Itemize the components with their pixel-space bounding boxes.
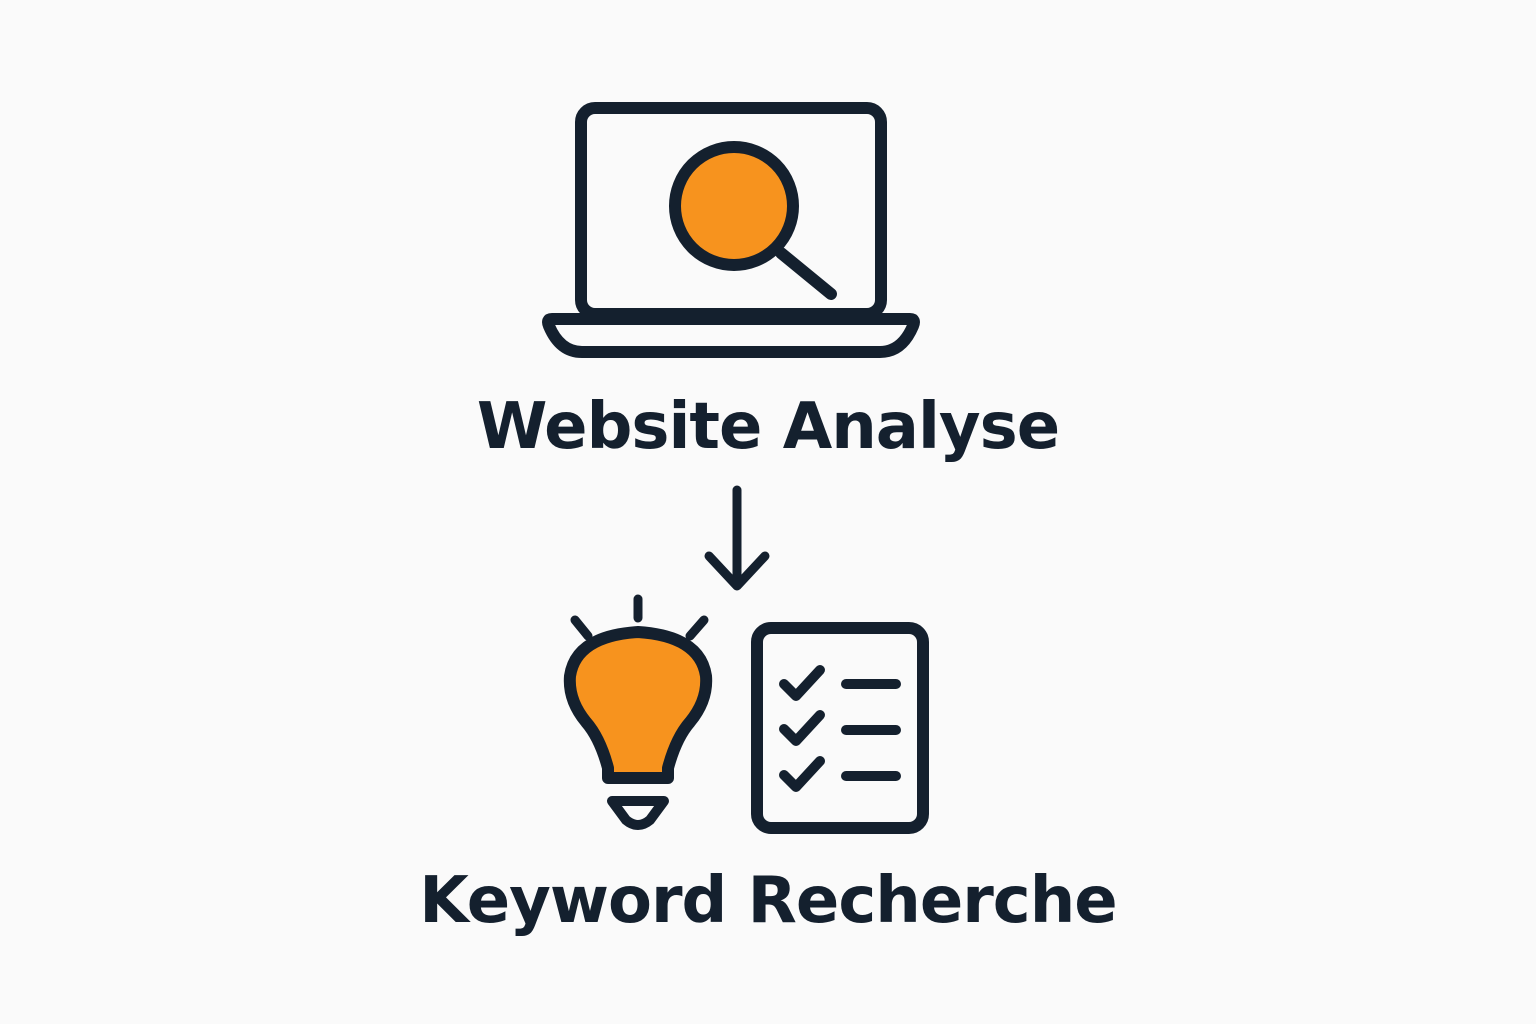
checklist-rows: [779, 665, 901, 792]
lightbulb-ray-right: [685, 615, 709, 641]
lightbulb-icon: [563, 594, 713, 830]
lightbulb-ray-left: [570, 615, 593, 641]
checklist-board: [751, 622, 929, 834]
laptop-base: [542, 313, 920, 358]
magnifier-icon: [669, 141, 837, 300]
arrow-head: [704, 551, 770, 591]
step-label-keyword-recherche: Keyword Recherche: [419, 864, 1117, 938]
lightbulb-rays: [570, 594, 709, 641]
check-mark-2: [779, 710, 825, 746]
lightbulb-base: [607, 796, 669, 830]
magnifier-handle: [775, 247, 837, 300]
laptop-icon: [542, 102, 920, 358]
step-label-website-analyse: Website Analyse: [476, 390, 1060, 464]
lightbulb-glass: [563, 626, 713, 784]
checklist-icon: [751, 622, 929, 834]
check-mark-3: [779, 756, 825, 792]
magnifier-lens: [669, 141, 799, 271]
check-mark-1: [779, 665, 825, 701]
arrow-down-icon: [704, 485, 770, 591]
